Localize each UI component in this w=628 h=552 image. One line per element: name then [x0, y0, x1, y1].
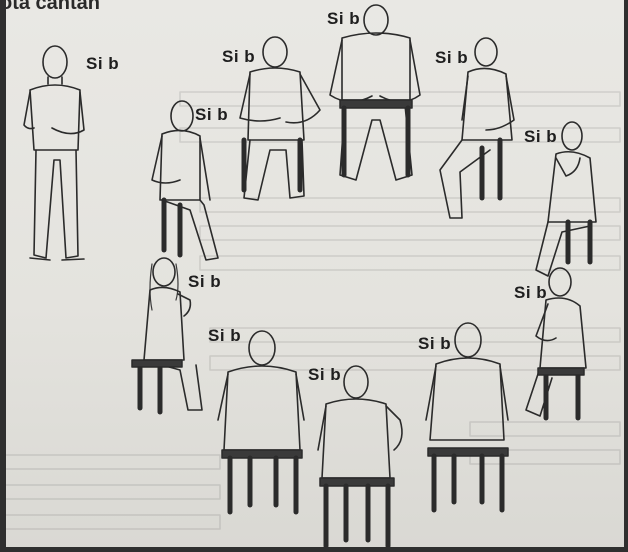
label-standing-left: Si b: [86, 54, 119, 74]
photo-edge-left: [0, 0, 6, 552]
figure-bottom-left-back: [218, 331, 304, 512]
label-bottom-center-back: Si b: [308, 365, 341, 385]
label-top-center: Si b: [327, 9, 360, 29]
label-left-side-girl: Si b: [188, 272, 221, 292]
label-bottom-right-back: Si b: [418, 334, 451, 354]
figure-standing-left: [24, 46, 84, 260]
label-upper-left-seated: Si b: [195, 105, 228, 125]
label-bottom-left-back: Si b: [208, 326, 241, 346]
photo-edge-bottom: [0, 547, 628, 552]
bleed-through-text: [0, 92, 620, 529]
photo-edge-right: [624, 0, 628, 552]
label-top-mid-left: Si b: [222, 47, 255, 67]
figure-bottom-center-back: [318, 366, 402, 546]
label-lower-right: Si b: [514, 283, 547, 303]
label-right-side: Si b: [524, 127, 557, 147]
label-top-mid-right: Si b: [435, 48, 468, 68]
